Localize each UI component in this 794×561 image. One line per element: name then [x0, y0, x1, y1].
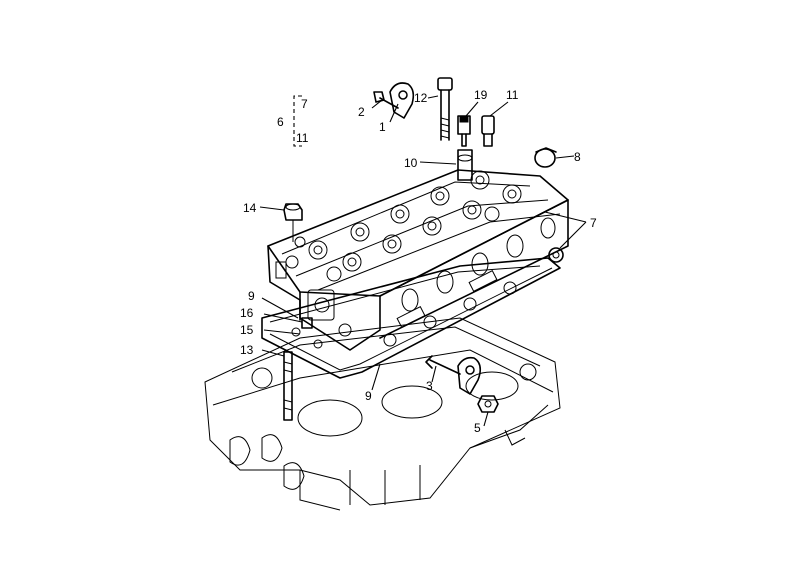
callout-13: 13 — [240, 343, 254, 357]
callout-19: 19 — [474, 88, 488, 102]
callout-10: 10 — [404, 156, 418, 170]
callouts: 2 1 12 19 11 10 8 7 14 6 7 11 9 16 15 13… — [240, 88, 597, 435]
part-7-side-plug — [548, 247, 564, 263]
callout-9-left: 9 — [248, 289, 255, 303]
callout-5: 5 — [474, 421, 481, 435]
callout-11: 11 — [506, 88, 519, 102]
callout-3: 3 — [426, 379, 433, 393]
callout-1: 1 — [379, 120, 386, 134]
part-11-glow-plug — [481, 115, 495, 147]
callout-14: 14 — [243, 201, 257, 215]
callout-12: 12 — [414, 91, 428, 105]
callout-8: 8 — [574, 150, 581, 164]
part-13-stud — [283, 351, 293, 421]
callout-6-range-top: 7 — [301, 97, 308, 111]
part-8-plug-cap — [534, 147, 557, 168]
part-10-sleeve — [457, 149, 473, 181]
engine-block — [204, 317, 561, 511]
callout-15: 15 — [240, 323, 254, 337]
lower-lifting-eye — [457, 356, 482, 395]
callout-6: 6 — [277, 115, 284, 129]
head-gasket — [261, 257, 561, 379]
callout-9-bottom: 9 — [365, 389, 372, 403]
part-1-bracket — [389, 82, 415, 119]
callout-6-range-bottom: 11 — [296, 131, 309, 145]
part-2-bolt — [373, 91, 399, 109]
part-5-nut — [477, 395, 499, 413]
part-19-injector — [457, 115, 471, 147]
callout-7: 7 — [590, 216, 597, 230]
part-3-bolt — [425, 355, 461, 375]
part-14-nut — [283, 203, 303, 242]
part-12-head-bolt — [437, 77, 453, 141]
callout-2: 2 — [358, 105, 365, 119]
callout-16: 16 — [240, 306, 254, 320]
part-16-dowel — [301, 317, 313, 329]
leader-lines — [259, 95, 587, 427]
